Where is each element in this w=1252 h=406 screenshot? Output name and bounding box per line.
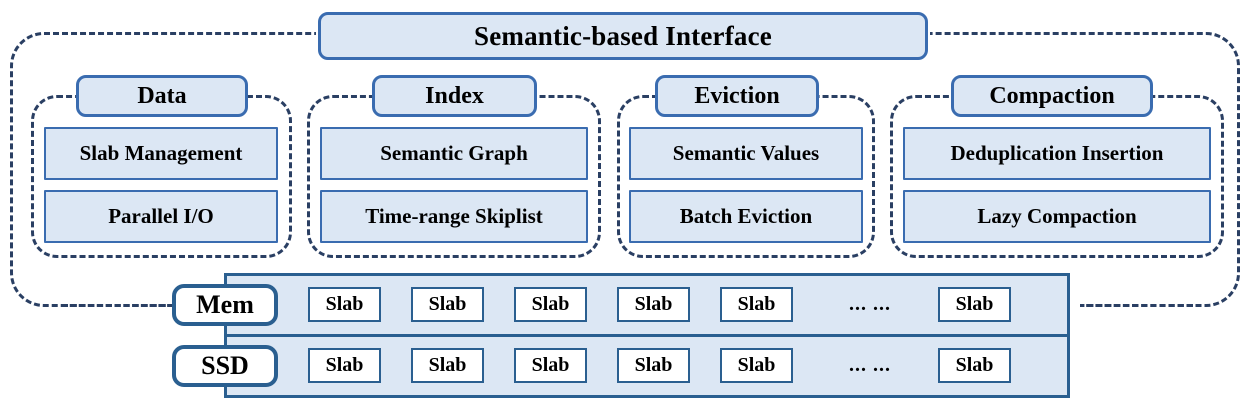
semantic-interface-header: Semantic-based Interface xyxy=(318,12,928,60)
module-title-index: Index xyxy=(372,75,537,117)
storage-tier-label-mem: Mem xyxy=(172,284,278,326)
storage-tier-label-ssd: SSD xyxy=(172,345,278,387)
slab-cell: Slab xyxy=(938,287,1011,322)
slab-cell: Slab xyxy=(720,287,793,322)
module-item-lazy-compaction: Lazy Compaction xyxy=(903,190,1211,243)
connector-storage-to-right-top xyxy=(1068,304,1193,307)
module-item-batch-eviction: Batch Eviction xyxy=(629,190,863,243)
module-item-semantic-graph: Semantic Graph xyxy=(320,127,588,180)
module-item-parallel-io: Parallel I/O xyxy=(44,190,278,243)
module-item-semantic-values: Semantic Values xyxy=(629,127,863,180)
slab-cell: Slab xyxy=(514,287,587,322)
slab-cell: Slab xyxy=(617,348,690,383)
module-item-deduplication-insertion: Deduplication Insertion xyxy=(903,127,1211,180)
slab-cell: Slab xyxy=(308,348,381,383)
module-item-time-range-skiplist: Time-range Skiplist xyxy=(320,190,588,243)
slab-cell: Slab xyxy=(411,287,484,322)
slab-cell: Slab xyxy=(308,287,381,322)
slab-cell: Slab xyxy=(514,348,587,383)
slab-ellipsis: ... ... xyxy=(849,354,891,376)
module-title-eviction: Eviction xyxy=(655,75,819,117)
slab-cell: Slab xyxy=(617,287,690,322)
module-title-data: Data xyxy=(76,75,248,117)
slab-ellipsis: ... ... xyxy=(849,293,891,315)
storage-tier-divider xyxy=(224,334,1070,337)
module-title-compaction: Compaction xyxy=(951,75,1153,117)
module-item-slab-management: Slab Management xyxy=(44,127,278,180)
slab-cell: Slab xyxy=(720,348,793,383)
slab-cell: Slab xyxy=(938,348,1011,383)
connector-left-to-mem-top xyxy=(62,304,182,307)
slab-cell: Slab xyxy=(411,348,484,383)
